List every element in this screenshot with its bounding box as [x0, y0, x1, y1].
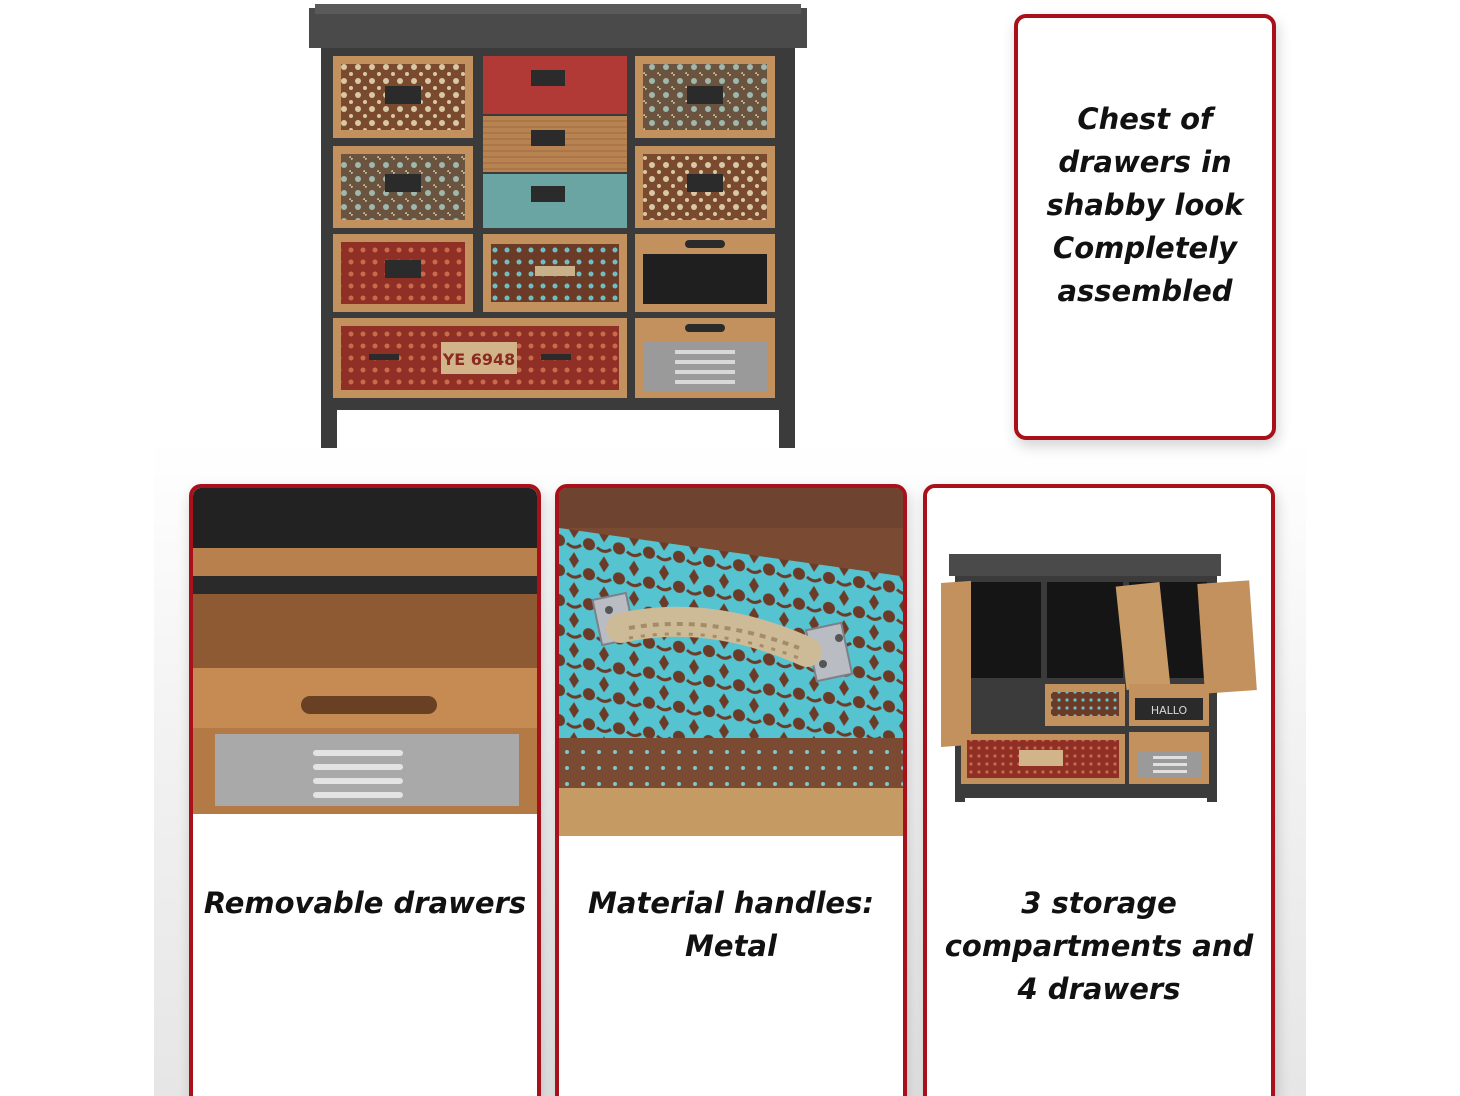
feature-1-line-1: Removable drawers: [203, 886, 527, 920]
chest-of-drawers-photo: YE 6948: [309, 4, 807, 450]
feature-card-metal-handles: Material handles: Metal: [555, 484, 907, 1096]
rope-handle-photo: [559, 488, 903, 836]
headline-line-3: shabby look: [1046, 188, 1244, 222]
feature-2-text: Material handles: Metal: [559, 882, 903, 968]
chalkboard-text: HALLO: [1151, 704, 1188, 717]
feature-3-text: 3 storage compartments and 4 drawers: [927, 882, 1271, 1011]
headline-line-1: Chest of: [1077, 102, 1213, 136]
feature-3-line-3: 4 drawers: [1017, 972, 1181, 1006]
feature-3-line-1: 3 storage: [1021, 886, 1177, 920]
feature-1-text: Removable drawers: [193, 882, 537, 925]
headline-line-5: assembled: [1057, 274, 1233, 308]
feature-2-line-1: Material handles:: [588, 886, 874, 920]
feature-3-line-2: compartments and: [944, 929, 1254, 963]
open-cabinet-photo: HALLO: [927, 488, 1271, 836]
headline-line-2: drawers in: [1058, 145, 1232, 179]
feature-card-storage: HALLO 3 storage compartments and 4 drawe…: [923, 484, 1275, 1096]
feature-2-line-2: Metal: [685, 929, 777, 963]
headline-text: Chest of drawers in shabby look Complete…: [1018, 98, 1272, 313]
headline-card: Chest of drawers in shabby look Complete…: [1014, 14, 1276, 440]
headline-line-4: Completely: [1052, 231, 1238, 265]
drawer-photo: [193, 488, 537, 836]
feature-card-removable-drawers: Removable drawers: [189, 484, 541, 1096]
product-canvas: YE 6948 Chest of drawers in shabby look …: [154, 0, 1306, 1096]
license-plate-text: YE 6948: [442, 350, 516, 369]
